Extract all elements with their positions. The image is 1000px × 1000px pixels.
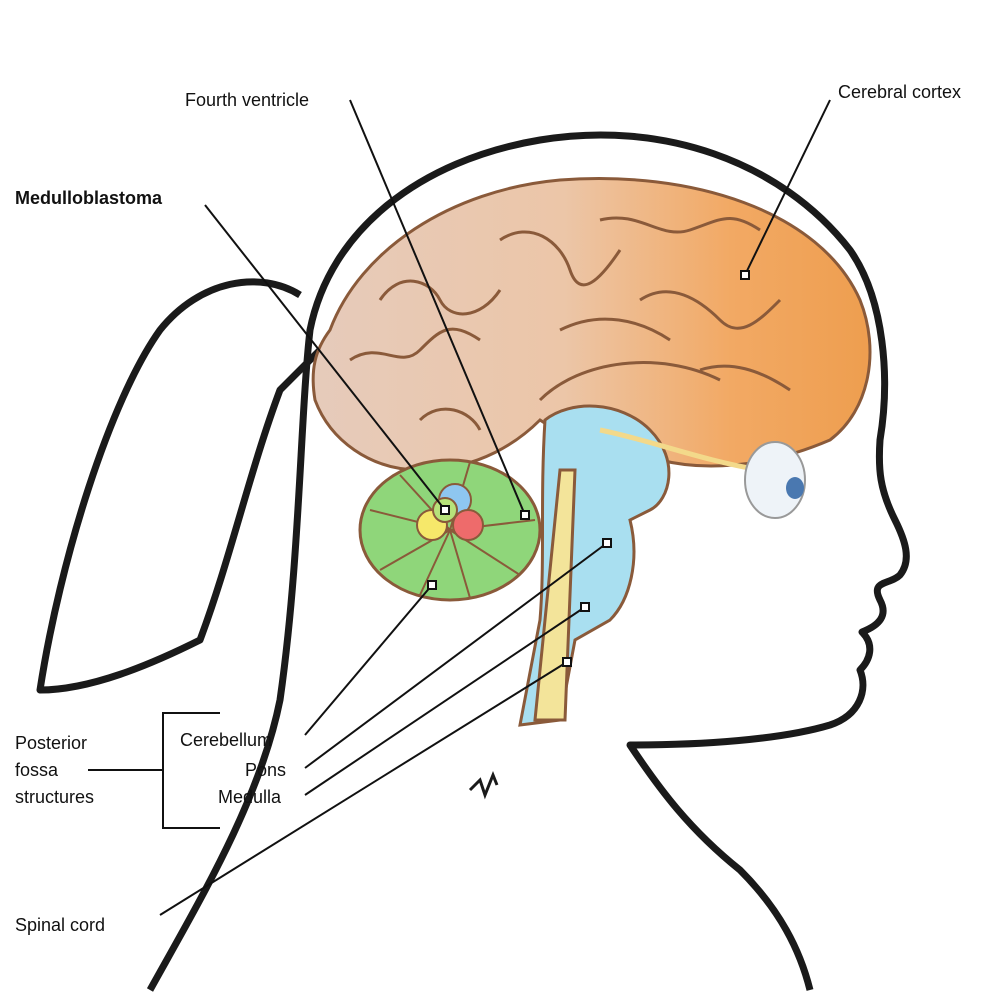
- label-spinal-cord: Spinal cord: [15, 915, 106, 935]
- label-pons: Pons: [245, 760, 287, 780]
- label-structures: structures: [15, 787, 95, 807]
- label-cerebellum: Cerebellum: [180, 730, 273, 750]
- label-posterior: Posterior: [15, 733, 88, 753]
- label-fourth-ventricle: Fourth ventricle: [185, 90, 310, 110]
- neck-back-notch: [468, 770, 499, 800]
- label-medulloblastoma: Medulloblastoma: [15, 188, 163, 208]
- head-outline: [146, 131, 910, 992]
- pointer-markers: [427, 270, 750, 667]
- ponytail-outline: [36, 278, 323, 694]
- eye: [744, 441, 806, 519]
- label-medulla: Medulla: [218, 787, 282, 807]
- iris: [786, 477, 804, 499]
- brain-gyri: [349, 216, 791, 431]
- optic-nerve: [599, 427, 761, 473]
- label-fossa: fossa: [15, 760, 59, 780]
- leader-lines: [88, 99, 831, 916]
- label-cerebral-cortex: Cerebral cortex: [838, 82, 962, 102]
